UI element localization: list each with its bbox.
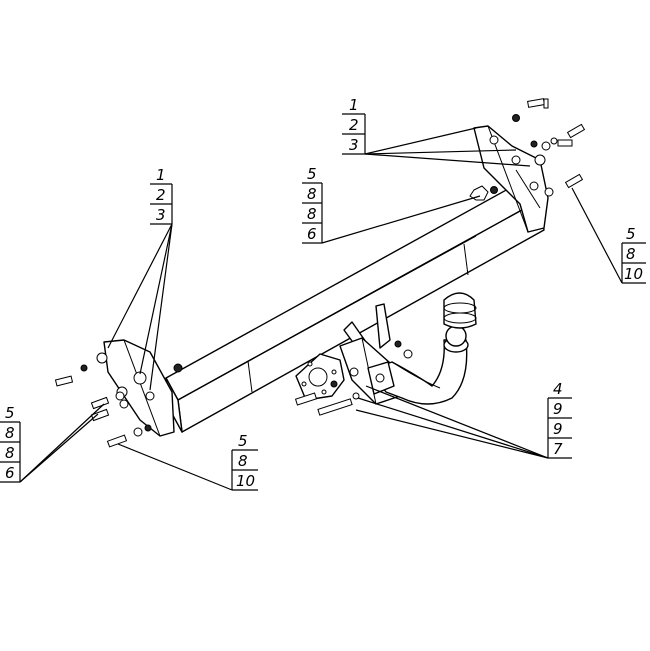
callout-left-upper: 1 2 3 — [150, 166, 173, 225]
callout-number: 5 — [626, 225, 636, 243]
callout-number: 6 — [307, 225, 317, 243]
callout-number: 2 — [349, 116, 359, 134]
bolt-left-4 — [106, 424, 152, 448]
bolt-left-3 — [90, 399, 129, 422]
callout-number: 5 — [5, 404, 15, 422]
callout-number: 3 — [156, 206, 166, 224]
bolt-top-right-2 — [550, 123, 586, 145]
callout-number: 8 — [5, 424, 15, 442]
callout-number: 8 — [307, 185, 317, 203]
callout-center-left: 5 8 8 6 — [302, 165, 323, 244]
callout-number: 7 — [553, 440, 563, 458]
callout-number: 10 — [624, 265, 643, 283]
callout-top-center: 1 2 3 — [342, 96, 366, 155]
callout-number: 9 — [553, 400, 563, 418]
bolt-center-2 — [317, 392, 360, 416]
callout-number: 8 — [307, 205, 317, 223]
callout-number: 2 — [156, 186, 166, 204]
callout-number: 6 — [5, 464, 15, 482]
bolt-left-2 — [90, 391, 125, 410]
bolt-left-1 — [54, 364, 88, 387]
callout-number: 3 — [349, 136, 359, 154]
washer-center — [349, 367, 359, 377]
callout-bottom-right: 4 9 9 7 — [547, 380, 572, 459]
nut-upper-center — [469, 185, 498, 201]
callout-left-lower: 5 8 8 6 — [0, 404, 21, 483]
callout-bottom-left: 5 8 10 — [231, 432, 258, 491]
nut-top-right-1 — [512, 114, 520, 122]
callout-number: 5 — [238, 432, 248, 450]
leader-lines — [19, 127, 623, 491]
bolt-right-side — [544, 173, 584, 197]
bolt-center-1 — [294, 380, 338, 406]
callout-number: 5 — [307, 165, 317, 183]
callout-number: 10 — [236, 472, 255, 490]
nut-left-upper — [173, 363, 183, 373]
callout-number: 4 — [553, 380, 563, 398]
washer-top-right — [534, 154, 546, 166]
washer-left-upper — [96, 352, 108, 364]
right-mounting-bracket — [473, 125, 549, 233]
callout-number: 8 — [5, 444, 15, 462]
callout-number: 8 — [626, 245, 636, 263]
left-mounting-bracket — [103, 339, 175, 437]
tow-ball-cover — [443, 292, 477, 329]
nut-center-right — [394, 340, 413, 359]
bolt-top-right-3 — [530, 139, 573, 151]
callout-right: 5 8 10 — [621, 225, 646, 284]
callout-number: 1 — [156, 166, 166, 184]
callout-number: 9 — [553, 420, 563, 438]
callout-number: 8 — [238, 452, 248, 470]
bolt-top-right-1 — [527, 98, 549, 109]
callout-number: 1 — [349, 96, 359, 114]
tow-ball-neck — [367, 325, 469, 405]
